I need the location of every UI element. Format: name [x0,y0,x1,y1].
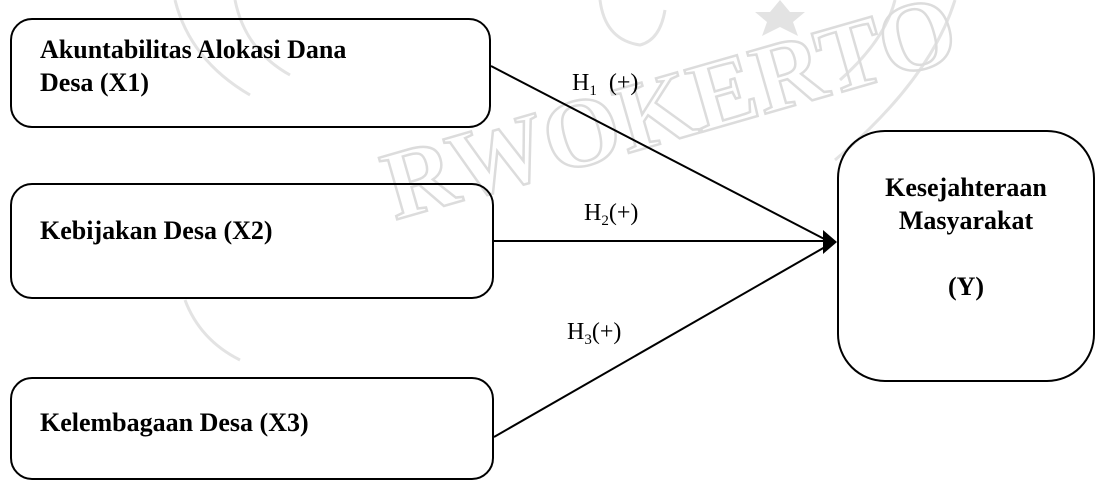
x1-label-line2: Desa (X1) [40,67,150,97]
h3-letter: H [567,319,585,345]
y-label-line2: Masyarakat [898,205,1034,235]
arrow-h3 [493,242,833,438]
y-label-line3: (Y) [947,272,985,301]
variable-box-x3: Kelembagaan Desa (X3) [10,377,494,480]
hypothesis-label-h2: H2(+) [584,200,638,230]
x3-label: Kelembagaan Desa (X3) [40,408,309,437]
y-label-line1: Kesejahteraan [885,173,1047,202]
h3-sign: (+) [591,319,622,345]
h2-letter: H [584,200,602,226]
x2-label: Kebijakan Desa (X2) [40,216,273,245]
h2-sign: (+) [608,200,639,226]
h3-index: 3 [584,332,592,348]
x1-label-line1: Akuntabilitas Alokasi Dana [40,35,347,64]
h1-sign: (+) [608,70,639,96]
variable-box-x1: Akuntabilitas Alokasi Dana Desa (X1) [10,18,491,128]
hypothesis-label-h1: H1 (+) [572,70,638,100]
variable-box-y: Kesejahteraan Masyarakat (Y) [837,130,1095,382]
h1-letter: H [572,70,590,96]
h2-index: 2 [601,213,609,229]
variable-box-x2: Kebijakan Desa (X2) [10,183,494,299]
hypothesis-label-h3: H3(+) [567,319,621,349]
arrow-h1 [490,65,833,244]
arrowhead [823,230,837,254]
h1-index: 1 [589,83,597,99]
